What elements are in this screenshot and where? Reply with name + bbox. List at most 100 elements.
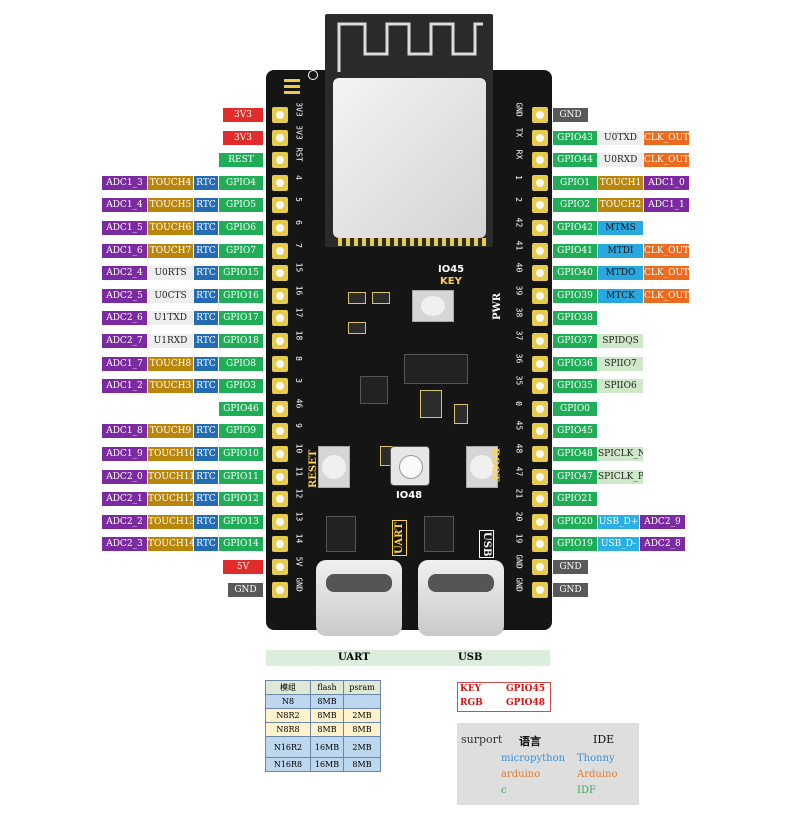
- pin-tag-clk-out2: CLK_OUT2: [644, 266, 689, 280]
- pin-tag-gpio46: GPIO46: [219, 402, 263, 416]
- smd-part: [420, 390, 442, 418]
- header-pad: [272, 582, 288, 598]
- pin-tag-gpio7: GPIO7: [219, 244, 263, 258]
- pin-number-label: 4: [293, 175, 303, 180]
- header-pad: [272, 356, 288, 372]
- header-pad: [532, 491, 548, 507]
- pin-tag-mtdo: MTDO: [598, 266, 643, 280]
- module-castellations: [338, 238, 488, 246]
- pin-number-label: 40: [513, 262, 523, 273]
- pin-number-label: 21: [513, 488, 523, 499]
- pin-tag-adc2-7: ADC2_7: [102, 334, 147, 348]
- uart-type-c-port[interactable]: [316, 560, 402, 636]
- pin-number-label: 1: [513, 175, 523, 180]
- transistor: [424, 516, 454, 552]
- header-pad: [532, 152, 548, 168]
- pin-number-label: 6: [293, 220, 303, 225]
- pin-number-label: 7: [293, 243, 303, 248]
- pin-tag-gpio10: GPIO10: [219, 447, 263, 461]
- antenna-trace-icon: [337, 22, 483, 72]
- table-header-cell: 模组: [265, 680, 311, 695]
- pin-tag-touch5: TOUCH5: [148, 198, 193, 212]
- header-pad: [272, 378, 288, 394]
- pin-tag-adc1-6: ADC1_6: [102, 244, 147, 258]
- header-pad: [272, 514, 288, 530]
- table-cell: 8MB: [343, 722, 381, 737]
- pin-number-label: GND: [294, 578, 304, 592]
- pin-number-label: 16: [293, 285, 303, 296]
- pin-tag-gpio2: GPIO2: [553, 198, 597, 212]
- pin-tag-u1rxd: U1RXD: [148, 334, 193, 348]
- pin-tag-usb-d-: USB_D-: [598, 537, 639, 551]
- table-cell: N8R2: [265, 708, 311, 723]
- pin-tag-gpio41: GPIO41: [553, 244, 597, 258]
- pin-tag-gpio0: GPIO0: [553, 402, 597, 416]
- header-pad: [272, 130, 288, 146]
- pin-number-label: RST: [294, 148, 304, 162]
- pin-tag-gpio42: GPIO42: [553, 221, 597, 235]
- header-pad: [272, 243, 288, 259]
- pin-tag-5v: 5V: [223, 560, 263, 574]
- pin-tag-gpio44: GPIO44: [553, 153, 597, 167]
- pin-tag-spiclk-p: SPICLK_P: [598, 470, 643, 484]
- header-pad: [272, 446, 288, 462]
- pin-number-label: 3V3: [294, 103, 304, 117]
- pin-tag-gpio16: GPIO16: [219, 289, 263, 303]
- pin-tag-u0cts: U0CTS: [148, 289, 193, 303]
- reset-button[interactable]: [318, 446, 350, 488]
- table-cell: 8MB: [310, 708, 344, 723]
- pin-number-label: 46: [293, 398, 303, 409]
- table-header-cell: psram: [343, 680, 381, 695]
- pin-tag-gpio3: GPIO3: [219, 379, 263, 393]
- keymap-gpio: GPIO45: [506, 684, 546, 694]
- pin-tag-adc2-8: ADC2_8: [640, 537, 685, 551]
- pin-number-label: 39: [513, 285, 523, 296]
- key-button[interactable]: [412, 290, 454, 322]
- pin-tag-adc1-5: ADC1_5: [102, 221, 147, 235]
- table-cell: 8MB: [310, 722, 344, 737]
- pin-tag-rtc: RTC: [194, 311, 218, 325]
- pin-tag-gpio35: GPIO35: [553, 379, 597, 393]
- pin-tag-adc1-8: ADC1_8: [102, 424, 147, 438]
- pin-tag-gpio38: GPIO38: [553, 311, 597, 325]
- pin-number-label: 11: [293, 466, 303, 477]
- pin-tag-gpio36: GPIO36: [553, 357, 597, 371]
- table-cell: 2MB: [343, 708, 381, 723]
- pin-tag-adc1-9: ADC1_9: [102, 447, 147, 461]
- header-pad: [272, 288, 288, 304]
- pwr-silk: PWR: [492, 292, 503, 320]
- pin-number-label: 3: [293, 378, 303, 383]
- pin-tag-adc2-5: ADC2_5: [102, 289, 147, 303]
- usb-type-c-port[interactable]: [418, 560, 504, 636]
- boot-button[interactable]: [466, 446, 498, 488]
- pin-tag-gnd: GND: [553, 108, 588, 122]
- header-pad: [532, 446, 548, 462]
- smd-part: [348, 292, 366, 304]
- header-pad: [532, 536, 548, 552]
- pin-tag-touch7: TOUCH7: [148, 244, 193, 258]
- header-pad: [272, 175, 288, 191]
- pin-tag-u0txd: U0TXD: [598, 131, 643, 145]
- pin-tag-rtc: RTC: [194, 537, 218, 551]
- pin-number-label: 18: [293, 330, 303, 341]
- smd-part: [454, 404, 468, 424]
- support-title: surport: [461, 733, 503, 746]
- pin-number-label: 41: [513, 240, 523, 251]
- pin-tag-gpio40: GPIO40: [553, 266, 597, 280]
- pin-tag-adc2-0: ADC2_0: [102, 470, 147, 484]
- header-pad: [272, 536, 288, 552]
- pin-tag-gpio12: GPIO12: [219, 492, 263, 506]
- pin-number-label: 8: [293, 356, 303, 361]
- header-pad: [532, 333, 548, 349]
- key-silk: KEY: [440, 276, 462, 287]
- pin-number-label: 13: [293, 511, 303, 522]
- pin-tag-gpio43: GPIO43: [553, 131, 597, 145]
- table-cell: 16MB: [310, 736, 344, 758]
- pin-number-label: 14: [293, 533, 303, 544]
- pin-number-label: 3V3: [294, 126, 304, 140]
- header-pad: [532, 243, 548, 259]
